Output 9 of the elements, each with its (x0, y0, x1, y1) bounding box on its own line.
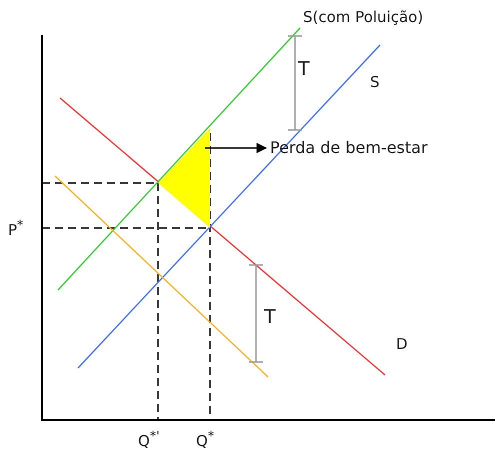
curve-label: S(com Poluição) (303, 10, 424, 25)
tax-label: T (298, 60, 310, 79)
quantity-label: Q$^{*'}$ (138, 430, 160, 449)
curve-label: D (396, 337, 408, 352)
quantity-label: Q$^{*}$ (196, 430, 214, 449)
price-label: P$^{*}$ (8, 219, 24, 238)
tax-label: T (264, 308, 276, 327)
curve-label: S (370, 75, 380, 90)
arrow (205, 142, 268, 154)
